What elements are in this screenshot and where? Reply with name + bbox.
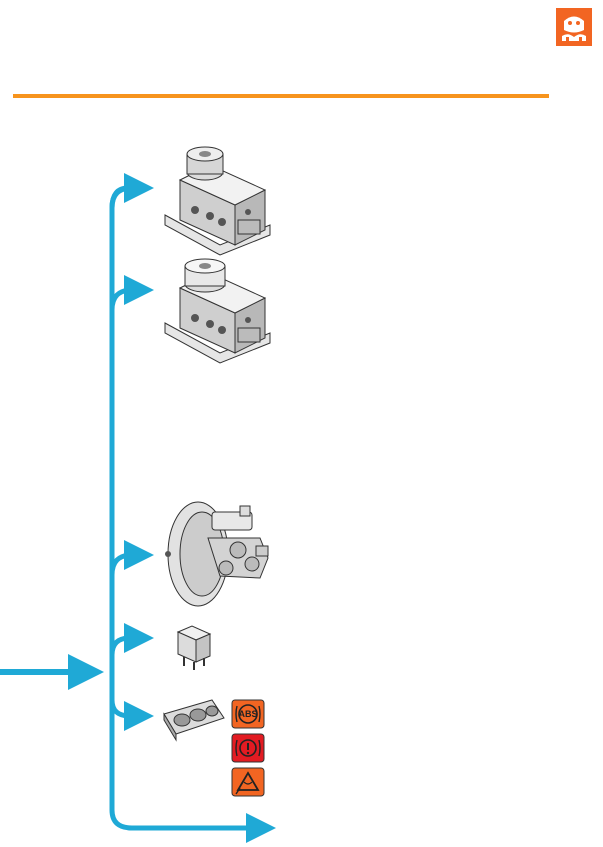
relay-icon: [176, 625, 212, 670]
branch-arrow-cluster: [109, 699, 154, 731]
branch-arrow-abs-unit: [109, 173, 154, 209]
abs-esp-hydraulic-unit-icon: [164, 258, 271, 364]
instrument-cluster-icon: [163, 699, 225, 742]
hazard-warning-lamp-icon: [231, 767, 265, 797]
branch-arrow-relay: [109, 623, 154, 656]
branch-arrow-brake-booster: [109, 540, 154, 576]
abs-hydraulic-unit-icon: [164, 146, 271, 256]
car-service-icon: [556, 8, 592, 46]
brake-warning-lamp-icon: [231, 733, 265, 763]
abs-warning-lamp-icon: ABS: [231, 699, 265, 729]
branch-arrow-esp-unit: [109, 275, 154, 311]
header-divider: [13, 94, 549, 98]
abs-warning-lamp-label: ABS: [238, 709, 257, 719]
brake-booster-master-cylinder-icon: [165, 501, 269, 607]
